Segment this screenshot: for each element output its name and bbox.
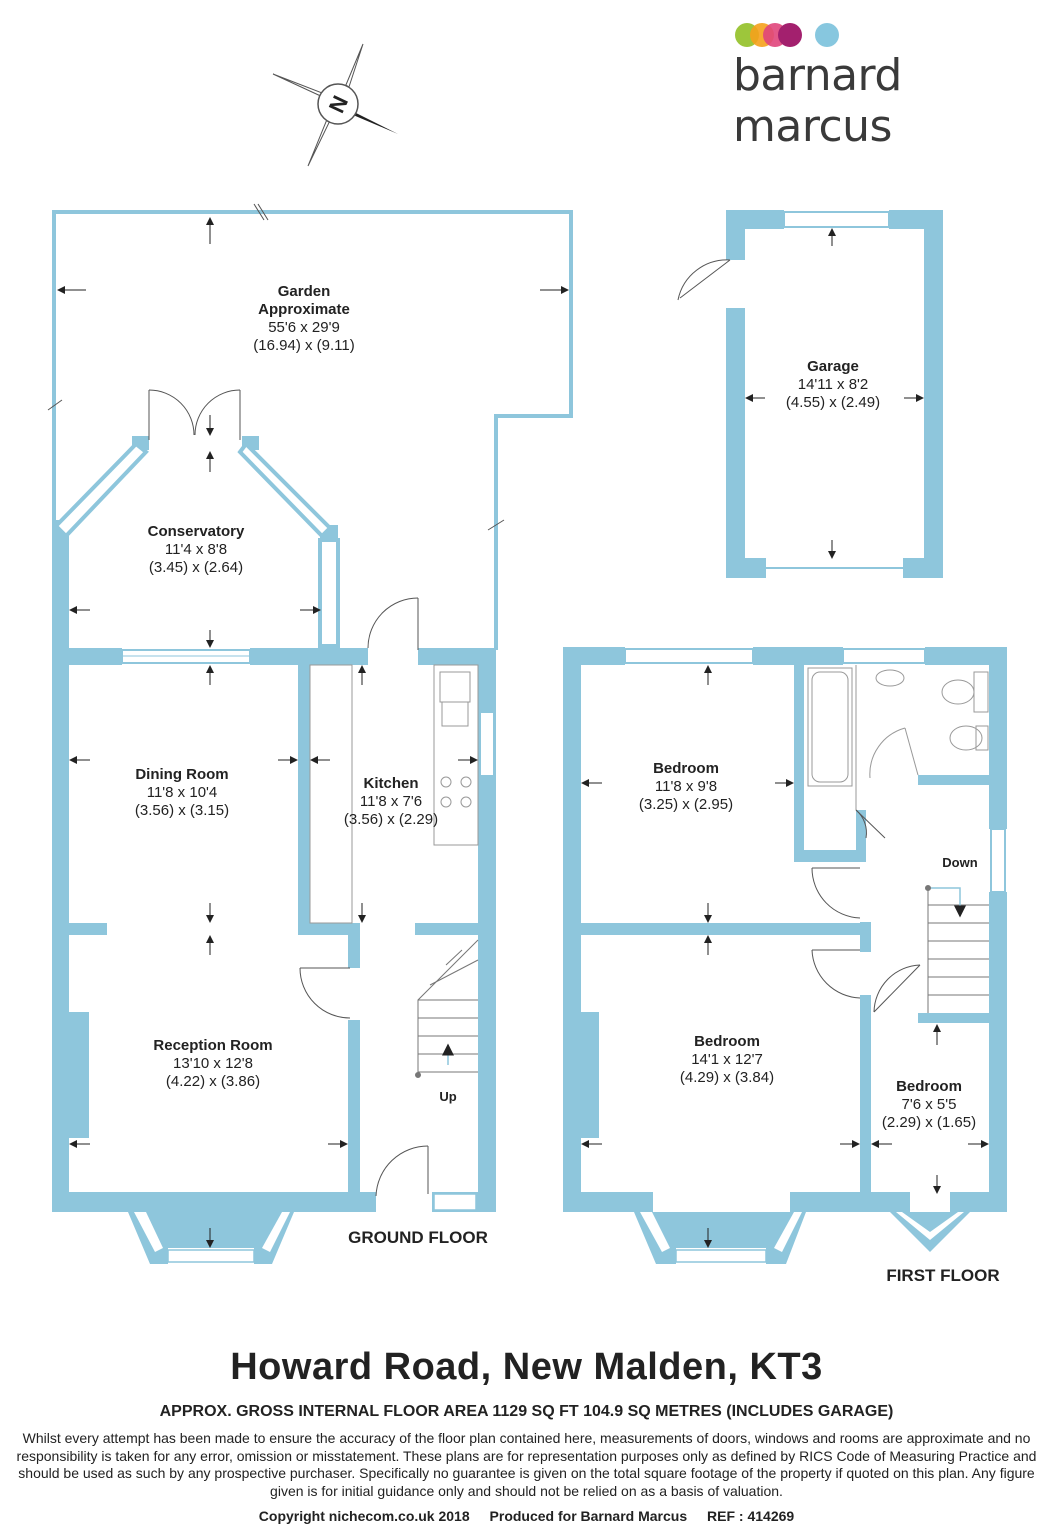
garden-outline	[52, 210, 573, 650]
ground-floor-stairs	[415, 939, 479, 1078]
first-floor-walls	[563, 647, 1007, 1212]
kitchen-back-door	[367, 597, 419, 650]
room-name: Bedroom	[653, 760, 719, 777]
brand-dot	[778, 23, 802, 47]
ground-floor-label: GROUND FLOOR	[348, 1228, 488, 1247]
room-size-metric: (4.29) x (3.84)	[680, 1069, 774, 1086]
landing-window	[990, 828, 1006, 893]
room-size-imperial: 11'8 x 9'8	[655, 778, 717, 795]
room-name: Reception Room	[153, 1037, 272, 1054]
room-size-imperial: 55'6 x 29'9	[268, 319, 340, 336]
room-name: Conservatory	[148, 523, 245, 540]
brand-dot	[815, 23, 839, 47]
garage-walls	[726, 210, 943, 578]
dimension-arrows	[57, 217, 989, 1248]
property-address: Howard Road, New Malden, KT3	[230, 1346, 823, 1388]
room-size-metric: (3.25) x (2.95)	[639, 796, 733, 813]
conservatory-doors	[148, 389, 241, 440]
stairs-up-label: Up	[439, 1089, 456, 1104]
kitchen-window	[479, 711, 495, 777]
room-label-bedroom-rear: Bedroom 11'8 x 9'8 (3.25) x (2.95)	[639, 760, 733, 813]
room-name: Bedroom	[694, 1033, 760, 1050]
bedroom1-window	[624, 648, 754, 664]
room-label-garage: Garage 14'11 x 8'2 (4.55) x (2.49)	[786, 358, 880, 411]
room-label-conservatory: Conservatory 11'4 x 8'8 (3.45) x (2.64)	[148, 523, 245, 576]
room-name: Bedroom	[896, 1078, 962, 1095]
room-label-bedroom-front: Bedroom 14'1 x 12'7 (4.29) x (3.84)	[680, 1033, 774, 1086]
room-size-imperial: 13'10 x 12'8	[173, 1055, 253, 1072]
room-size-imperial: 11'4 x 8'8	[165, 541, 227, 558]
front-door	[375, 1145, 429, 1197]
produced-for: Produced for Barnard Marcus	[489, 1508, 688, 1524]
room-name: Garden	[278, 283, 331, 300]
room-size-metric: (4.55) x (2.49)	[786, 394, 880, 411]
stairs-down-label: Down	[942, 855, 977, 870]
room-label-dining-room: Dining Room 11'8 x 10'4 (3.56) x (3.15)	[135, 766, 229, 819]
room-name-2: Approximate	[258, 301, 350, 318]
conservatory-windows	[53, 440, 340, 648]
room-size-imperial: 14'11 x 8'2	[798, 376, 869, 393]
bathroom-window	[842, 648, 926, 664]
room-size-imperial: 14'1 x 12'7	[691, 1051, 763, 1068]
room-size-metric: (4.22) x (3.86)	[166, 1073, 260, 1090]
brand-logo-dots	[735, 23, 839, 47]
room-size-metric: (2.29) x (1.65)	[882, 1114, 976, 1131]
ground-floor-walls	[52, 436, 496, 1212]
room-size-imperial: 11'8 x 7'6	[360, 793, 422, 810]
bedroom3-bay-window	[890, 1212, 970, 1252]
room-size-metric: (3.56) x (3.15)	[135, 802, 229, 819]
room-label-bedroom-small: Bedroom 7'6 x 5'5 (2.29) x (1.65)	[882, 1078, 976, 1131]
bedroom2-bay-window	[634, 1212, 806, 1264]
kitchen-units	[309, 664, 479, 924]
room-size-metric: (3.45) x (2.64)	[149, 559, 243, 576]
first-floor-stairs	[925, 885, 989, 1013]
floor-area: APPROX. GROSS INTERNAL FLOOR AREA 1129 S…	[159, 1403, 894, 1420]
copyright: Copyright nichecom.co.uk 2018	[258, 1508, 470, 1524]
reference: REF : 414269	[707, 1508, 795, 1524]
room-size-imperial: 7'6 x 5'5	[902, 1096, 957, 1113]
room-size-metric: (16.94) x (9.11)	[253, 337, 354, 354]
bathroom-fittings	[807, 665, 989, 810]
garage-side-door	[677, 259, 731, 301]
room-name: Garage	[807, 358, 859, 375]
room-name: Kitchen	[363, 775, 418, 792]
brand-name: barnard marcus	[733, 50, 902, 152]
floor-plan-drawing: N	[47, 23, 1007, 1285]
disclaimer: Whilst every attempt has been made to en…	[16, 1430, 1037, 1499]
footer: Copyright nichecom.co.uk 2018 Produced f…	[0, 1508, 1053, 1524]
room-label-reception-room: Reception Room 13'10 x 12'8 (4.22) x (3.…	[153, 1037, 272, 1090]
room-label-kitchen: Kitchen 11'8 x 7'6 (3.56) x (2.29)	[344, 775, 438, 828]
first-floor-label: FIRST FLOOR	[886, 1266, 999, 1285]
room-size-metric: (3.56) x (2.29)	[344, 811, 438, 828]
garage-window	[783, 211, 890, 228]
room-size-imperial: 11'8 x 10'4	[147, 784, 218, 801]
room-label-garden: Garden Approximate 55'6 x 29'9 (16.94) x…	[253, 283, 354, 354]
room-name: Dining Room	[135, 766, 228, 783]
compass-icon: N	[272, 43, 398, 167]
reception-bay-window	[128, 1212, 294, 1264]
